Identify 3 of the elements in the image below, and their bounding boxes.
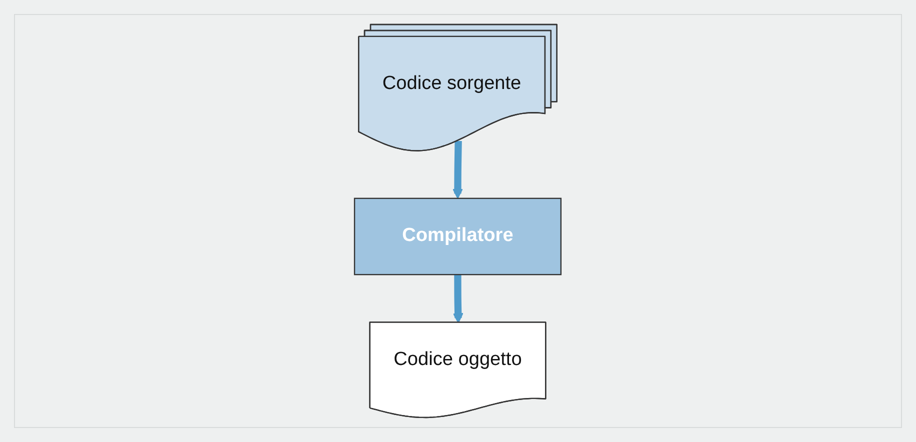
node-box: Compilatore	[354, 198, 562, 276]
arrow	[453, 274, 464, 324]
arrow	[452, 140, 464, 199]
